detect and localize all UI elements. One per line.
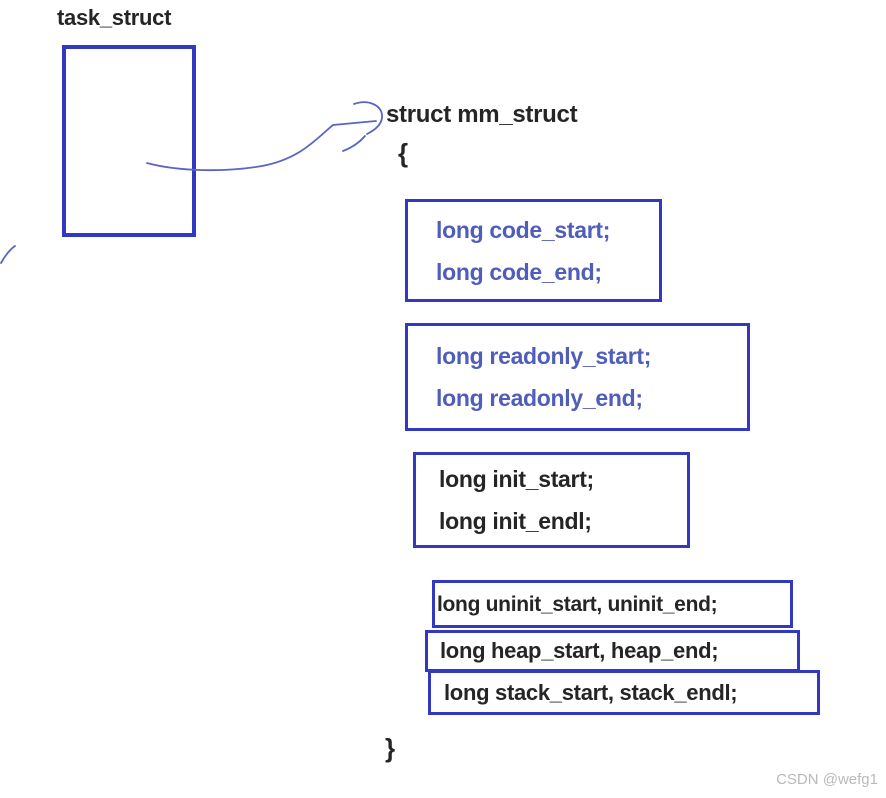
field-box-uninit: long uninit_start, uninit_end; — [432, 580, 793, 628]
field-box-heap: long heap_start, heap_end; — [425, 630, 800, 672]
field-line: long init_endl; — [439, 508, 592, 534]
field-line: long code_start; — [436, 216, 611, 243]
arrow-head-icon — [353, 101, 383, 135]
arrow-head-tail — [342, 135, 366, 152]
task-struct-label: task_struct — [57, 5, 172, 30]
task-struct-box — [62, 45, 196, 237]
csdn-watermark: CSDN @wefg1 — [776, 771, 878, 788]
field-box-init: long init_start; long init_endl; — [413, 452, 690, 548]
field-line: long readonly_end; — [436, 385, 643, 411]
open-brace: { — [398, 138, 409, 168]
field-line: long uninit_start, uninit_end; — [437, 592, 718, 616]
stray-pen-mark — [0, 245, 16, 264]
field-line: long init_start; — [439, 466, 594, 492]
close-brace: } — [385, 733, 396, 763]
mm-struct-header: struct mm_struct — [386, 101, 578, 128]
field-box-code: long code_start; long code_end; — [405, 199, 662, 302]
field-box-stack: long stack_start, stack_endl; — [428, 670, 820, 715]
field-line: long code_end; — [436, 258, 602, 285]
field-line: long stack_start, stack_endl; — [444, 679, 738, 705]
field-box-readonly: long readonly_start; long readonly_end; — [405, 323, 750, 431]
field-line: long readonly_start; — [436, 343, 652, 369]
field-line: long heap_start, heap_end; — [440, 638, 719, 663]
